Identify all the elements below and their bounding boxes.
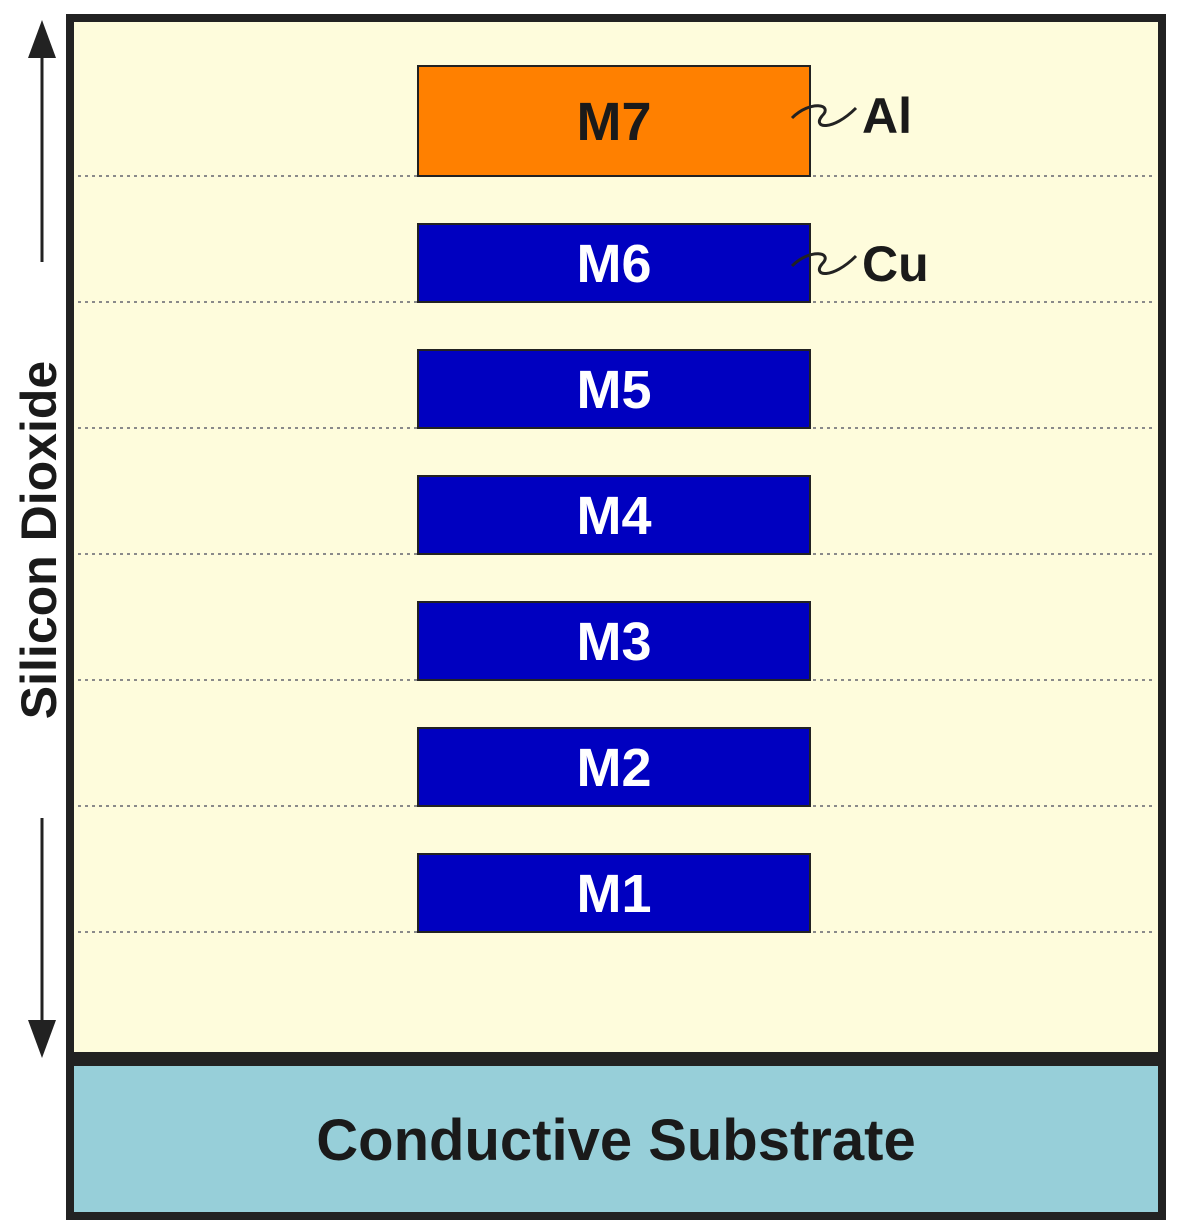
metal-label-m7: M7: [576, 92, 651, 152]
material-label-cu: Cu: [862, 236, 929, 292]
metal-label-m4: M4: [576, 486, 651, 546]
callout-squiggle-cu: [790, 252, 858, 275]
metal-label-m3: M3: [576, 612, 651, 672]
metal-block-m7: [417, 65, 811, 177]
metal-block-m2: [417, 727, 811, 807]
callout-squiggle-al: [790, 104, 858, 127]
thickness-arrow: Silicon Dioxide: [11, 20, 67, 1058]
metal-block-m5: [417, 349, 811, 429]
arrow-head-up-icon: [28, 20, 56, 58]
metal-label-m5: M5: [576, 360, 651, 420]
metal-layer-m5: M5: [417, 349, 811, 429]
silicon-dioxide-label: Silicon Dioxide: [11, 361, 67, 719]
arrow-head-down-icon: [28, 1020, 56, 1058]
metal-layer-m6: M6: [417, 223, 811, 303]
metal-block-m4: [417, 475, 811, 555]
metal-block-m6: [417, 223, 811, 303]
conductive-substrate-region: [66, 1058, 1166, 1220]
metal-layer-m2: M2: [417, 727, 811, 807]
metal-layer-m4: M4: [417, 475, 811, 555]
metal-label-m6: M6: [576, 234, 651, 294]
material-label-al: Al: [862, 88, 912, 144]
metal-label-m2: M2: [576, 738, 651, 798]
metal-label-m1: M1: [576, 864, 651, 924]
metal-block-m1: [417, 853, 811, 933]
metal-block-m3: [417, 601, 811, 681]
metal-layer-m7: M7: [417, 65, 811, 177]
metal-layer-m3: M3: [417, 601, 811, 681]
substrate-label: Conductive Substrate: [316, 1108, 915, 1173]
metal-layer-m1: M1: [417, 853, 811, 933]
